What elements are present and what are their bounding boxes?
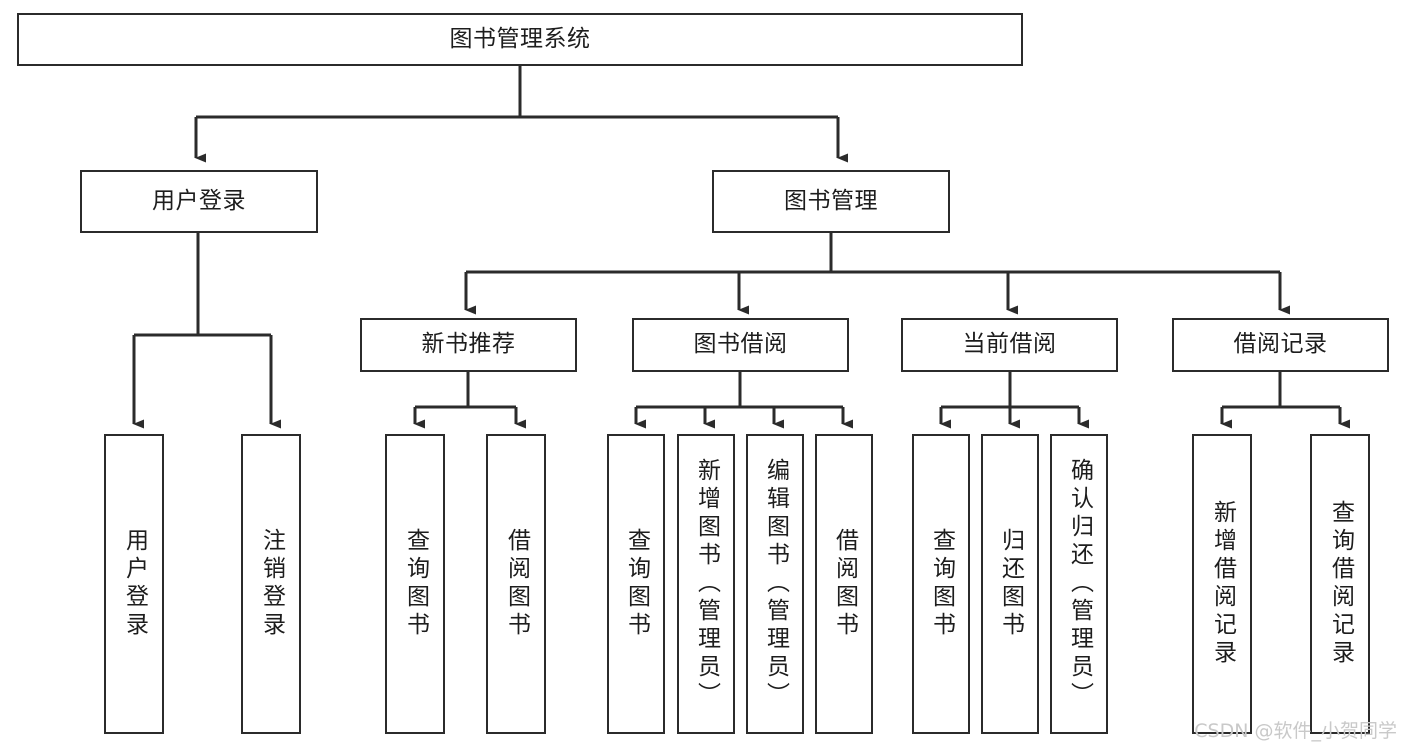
leaf-book-borrow-edit-book-admin[interactable]: 编辑图书（管理员） [746,434,804,734]
node-label: 用户登录 [152,187,246,214]
node-label: 查询图书 [402,528,429,640]
leaf-user-login-login[interactable]: 用户登录 [104,434,164,734]
node-label: 用户登录 [121,528,148,640]
node-root-book-management-system[interactable]: 图书管理系统 [17,13,1023,66]
leaf-current-borrow-return-book[interactable]: 归还图书 [981,434,1039,734]
node-label: 借阅图书 [831,528,858,640]
leaf-book-borrow-borrow-book[interactable]: 借阅图书 [815,434,873,734]
leaf-current-borrow-query-book[interactable]: 查询图书 [912,434,970,734]
node-label: 查询借阅记录 [1327,500,1354,668]
leaf-new-book-query-book[interactable]: 查询图书 [385,434,445,734]
node-user-login[interactable]: 用户登录 [80,170,318,233]
node-label: 归还图书 [997,528,1024,640]
node-label: 编辑图书（管理员） [762,458,789,710]
node-new-book-recommend[interactable]: 新书推荐 [360,318,577,372]
connector-group-borrow-record [1220,372,1350,429]
connector-group-current-borrow [939,372,1089,429]
node-label: 新书推荐 [421,331,516,358]
node-label: 图书管理系统 [449,25,591,52]
node-label: 查询图书 [928,528,955,640]
node-borrow-record[interactable]: 借阅记录 [1172,318,1389,372]
node-label: 借阅图书 [503,528,530,640]
node-book-management[interactable]: 图书管理 [712,170,950,233]
connector-group-book-borrow [634,372,853,429]
node-label: 新增图书（管理员） [693,458,720,710]
node-label: 注销登录 [258,528,285,640]
node-label: 查询图书 [623,528,650,640]
connector-group-root [194,66,848,163]
connector-group-book-manage [464,233,1290,315]
node-label: 确认归还（管理员） [1066,458,1093,710]
leaf-borrow-record-add-record[interactable]: 新增借阅记录 [1192,434,1252,734]
connector-group-new-book [413,372,526,429]
node-book-borrow[interactable]: 图书借阅 [632,318,849,372]
leaf-current-borrow-confirm-return-admin[interactable]: 确认归还（管理员） [1050,434,1108,734]
node-label: 图书借阅 [693,331,788,358]
node-label: 借阅记录 [1233,331,1328,358]
leaf-book-borrow-add-book-admin[interactable]: 新增图书（管理员） [677,434,735,734]
node-label: 图书管理 [784,187,878,214]
leaf-borrow-record-query-record[interactable]: 查询借阅记录 [1310,434,1370,734]
node-label: 当前借阅 [962,331,1057,358]
csdn-watermark: CSDN @软件_小贺同学 [1194,720,1397,742]
node-label: 新增借阅记录 [1209,500,1236,668]
node-current-borrow[interactable]: 当前借阅 [901,318,1118,372]
leaf-book-borrow-query-book[interactable]: 查询图书 [607,434,665,734]
connector-group-user-login [132,233,281,429]
leaf-user-login-logout[interactable]: 注销登录 [241,434,301,734]
leaf-new-book-borrow-book[interactable]: 借阅图书 [486,434,546,734]
